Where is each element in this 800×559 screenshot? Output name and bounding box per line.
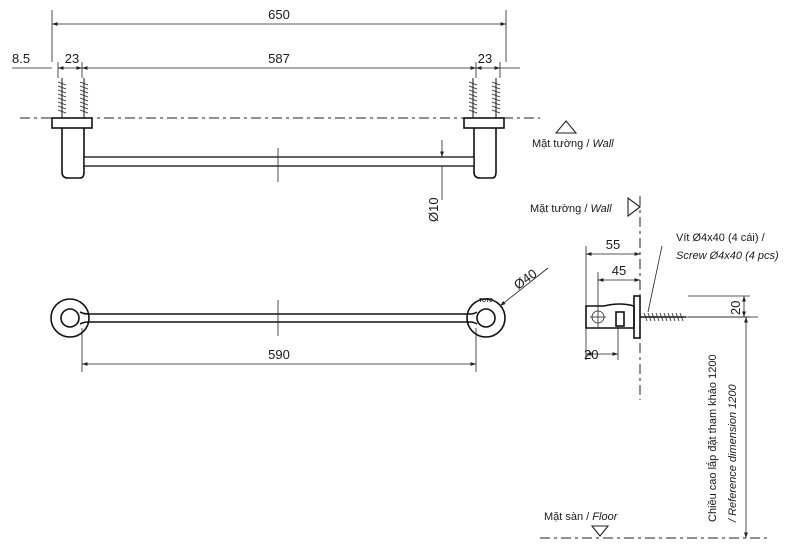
wall-triangle-icon [627,196,641,218]
right-post [473,128,497,179]
dim-depth-outer: 55 [606,237,620,252]
floor-triangle-icon [590,525,610,537]
wall-label-vi: Mặt tường / [530,203,590,215]
screw-icon [79,78,89,118]
wall-label-vi: Mặt tường / [532,138,592,150]
left-mount-plate [51,117,93,129]
dim-base: 20 [584,347,598,362]
towel-bar [83,156,475,167]
mount-height-en: / Reference dimension 1200 [727,384,739,523]
right-mount-plate [463,117,505,129]
dim-bar-diameter: Ø10 [426,197,441,222]
dim-left-offset: 8.5 [12,51,30,66]
svg-text:Mặt tường / Wall: Mặt tường / Wall [532,138,614,150]
dim-right-mount: 23 [478,51,492,66]
left-flange [50,298,90,338]
screw-icon [468,78,478,118]
dim-bar-length: 590 [268,347,290,362]
dim-left-mount: 23 [65,51,79,66]
wall-label-en: Wall [592,138,614,150]
bar-top-edge [79,311,478,315]
top-view: TOTO 590 Ø40 [50,266,549,372]
dim-depth-inner: 45 [612,263,626,278]
wall-label-en: Wall [590,203,612,215]
svg-text:Mặt sàn / Floor: Mặt sàn / Floor [544,511,619,523]
mount-height-vi: Chiều cao lắp đặt tham khảo 1200 [706,354,719,522]
left-flange-inner [60,308,80,328]
screw-icon [57,78,67,118]
right-flange-inner [476,308,496,328]
bar-bottom-edge [79,321,478,325]
dim-height: 20 [728,301,743,315]
bracket-side-profile [585,295,641,339]
svg-text:Mặt tường / Wall: Mặt tường / Wall [530,203,612,215]
screw-icon [491,78,501,118]
dim-leader-flange [499,267,549,307]
screw-note-vi: Vít Ø4x40 (4 cái) / [676,232,766,244]
wall-triangle-icon [554,120,578,134]
wall-label-top: Mặt tường / Wall [532,120,614,150]
screw-note-en: Screw Ø4x40 (4 pcs) [676,250,779,262]
dim-overall-width: 650 [268,7,290,22]
brand-logo: TOTO [479,298,493,304]
left-post [61,128,85,179]
right-flange [466,298,506,338]
screw-note-leader [647,245,663,313]
front-view: 650 8.5 23 587 23 [12,7,540,222]
dim-between-mounts: 587 [268,51,290,66]
dim-flange-diameter: Ø40 [511,266,540,293]
side-view: Mặt tường / Wall 55 45 20 [530,196,779,539]
floor-label-en: Floor [592,511,618,523]
floor-label-vi: Mặt sàn / [544,511,592,523]
